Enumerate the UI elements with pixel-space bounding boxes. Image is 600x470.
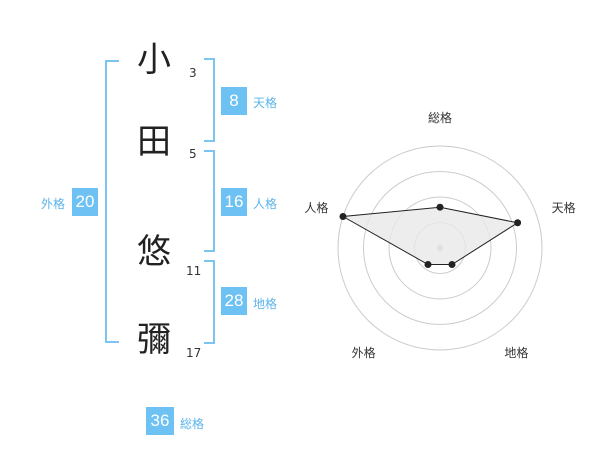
tenkaku-label: 天格 xyxy=(253,96,278,110)
soukaku-label: 総格 xyxy=(180,417,205,431)
chikaku-bracket xyxy=(204,260,215,344)
jinkaku-value: 16 xyxy=(221,188,247,216)
gaikaku-bracket xyxy=(105,60,119,343)
name-kanji-2: 田 xyxy=(137,122,171,162)
gaikaku-value: 20 xyxy=(72,188,98,216)
radar-axis-label-2: 天格 xyxy=(552,200,576,215)
radar-point-4 xyxy=(424,261,432,269)
stroke-count-2: 5 xyxy=(189,147,197,161)
radar-polygon xyxy=(341,206,519,265)
radar-point-5 xyxy=(339,212,347,220)
chikaku-value: 28 xyxy=(221,287,247,315)
name-kanji-4: 彌 xyxy=(137,320,171,360)
soukaku-value: 36 xyxy=(146,407,174,435)
tenkaku-bracket xyxy=(204,58,215,142)
radar-ring xyxy=(363,171,517,325)
radar-axis-label-4: 外格 xyxy=(352,345,376,360)
radar-area xyxy=(341,206,519,265)
radar-axis-label-5: 人格 xyxy=(304,200,328,215)
stroke-count-1: 3 xyxy=(189,66,197,80)
chikaku-label: 地格 xyxy=(253,297,278,311)
radar-point-2 xyxy=(514,219,522,227)
radar-axis-label-3: 地格 xyxy=(504,345,528,360)
gaikaku-label: 外格 xyxy=(41,197,66,211)
jinkaku-bracket xyxy=(204,150,215,252)
radar-point-1 xyxy=(436,203,444,211)
jinkaku-label: 人格 xyxy=(253,197,278,211)
radar-ring xyxy=(388,196,492,300)
radar-point-3 xyxy=(448,261,456,269)
name-kanji-1: 小 xyxy=(137,40,171,80)
radar-ring xyxy=(337,145,543,351)
radar-axis-label-1: 総格 xyxy=(428,110,452,125)
stroke-count-3: 11 xyxy=(186,264,202,278)
stroke-count-4: 17 xyxy=(186,346,202,360)
radar-grid xyxy=(337,145,543,351)
tenkaku-value: 8 xyxy=(221,87,247,115)
name-kanji-3: 悠 xyxy=(137,232,171,272)
radar-points xyxy=(339,203,522,269)
